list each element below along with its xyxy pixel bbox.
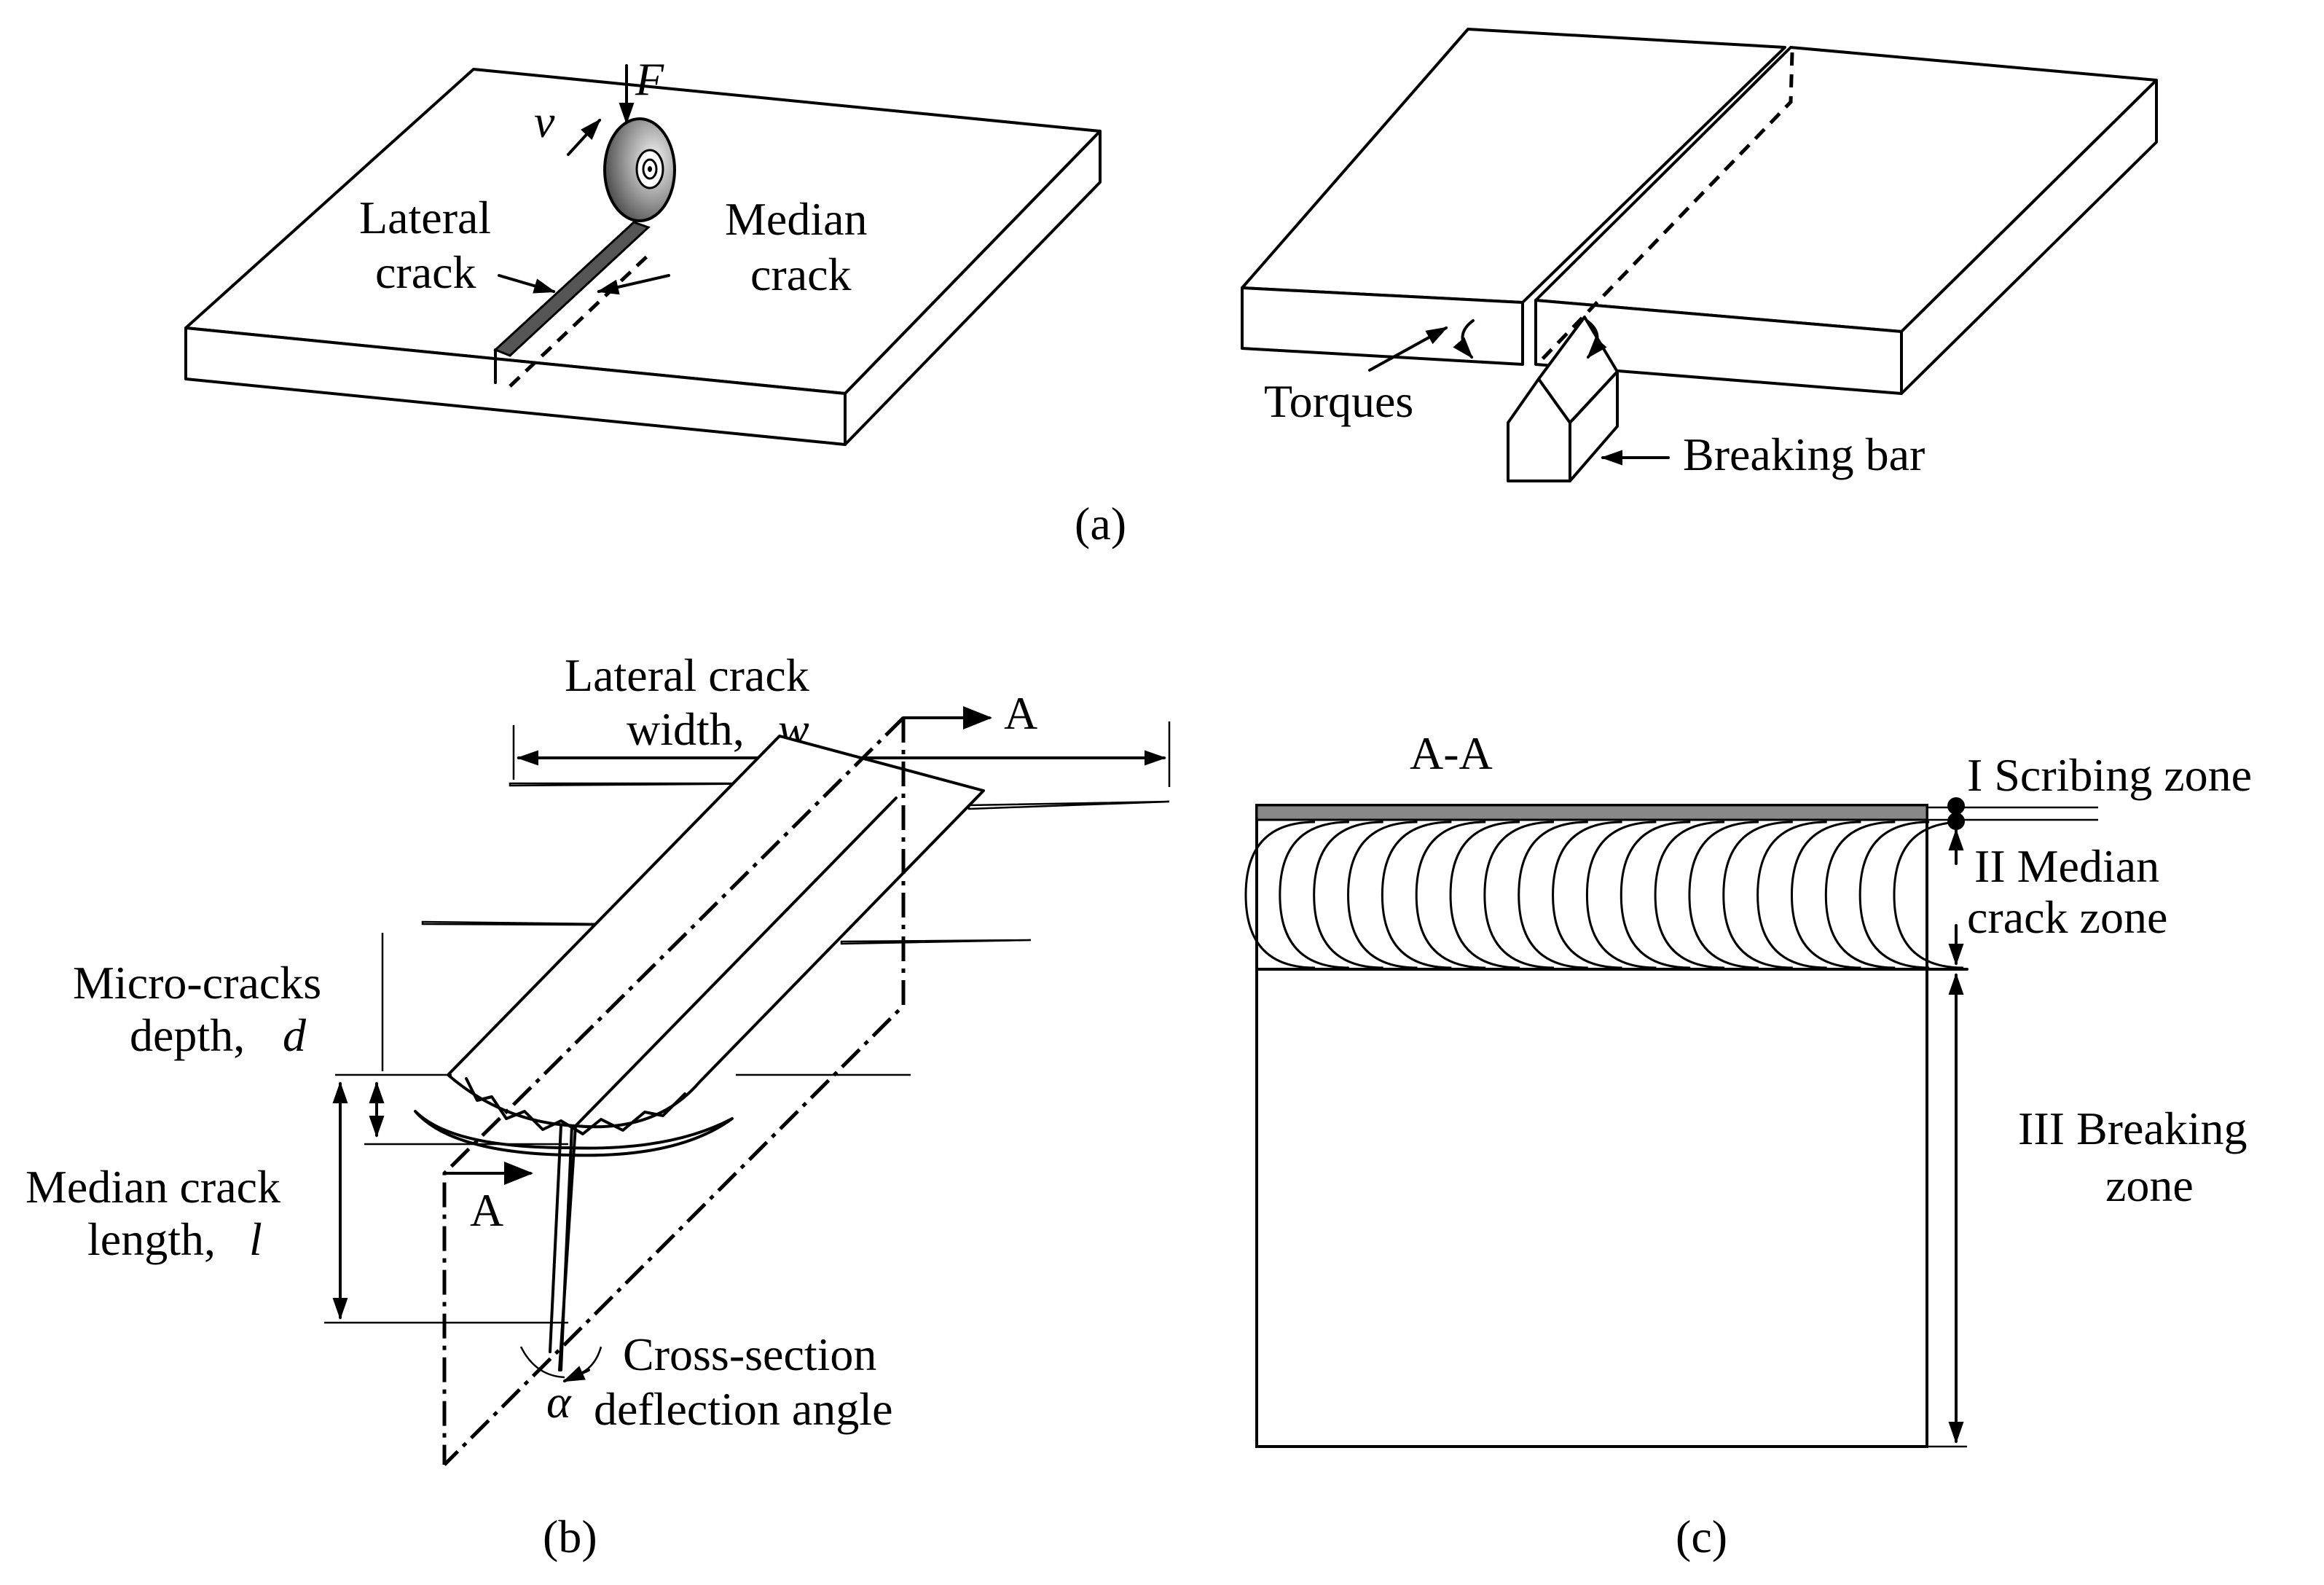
crack-arc [1279, 821, 1349, 969]
caption-c: (c) [1676, 1511, 1727, 1562]
breaking-crack-line [1536, 52, 1794, 366]
deflection-label-line2: deflection angle [594, 1383, 892, 1435]
crack-arc [1381, 821, 1452, 969]
microcracks-symbol: d [283, 1009, 307, 1061]
section-marker-bottom: A [470, 1184, 503, 1236]
velocity-arrow [567, 118, 602, 156]
panel-a-breaking: Torques Breaking bar [1241, 28, 2158, 482]
lateral-crack-label-line2: crack [375, 246, 476, 298]
crack-arc [1688, 821, 1759, 969]
lateral-crack-pointer [498, 274, 556, 294]
crack-arc [1244, 821, 1316, 969]
crack-arc [1756, 821, 1827, 969]
crack-arc [1449, 821, 1520, 969]
force-symbol: F [635, 53, 664, 105]
crack-arc [1893, 821, 1964, 969]
groove-body [447, 735, 985, 1129]
right-half-side [1900, 79, 2158, 395]
zone3-label-line1: III Breaking [2018, 1103, 2248, 1154]
velocity-symbol: v [534, 95, 555, 147]
torque-arc-left [1453, 319, 1475, 359]
zone1-label: I Scribing zone [1967, 749, 2252, 801]
median-crack-label-line1: Median [725, 193, 868, 245]
crack-arc [1415, 821, 1486, 969]
deflection-label-line1: Cross-section [623, 1328, 876, 1380]
lateral-crack-label-line1: Lateral [359, 192, 491, 243]
median-crack [549, 1124, 577, 1371]
scribing-zone-band [1255, 804, 1928, 821]
breaking-bar-label: Breaking bar [1683, 428, 1925, 480]
lateral-width-label-line2: width, [627, 703, 745, 755]
panel-a-scribing: v F Lateral crack Median crack [184, 53, 1102, 446]
median-length-label-line2: length, [87, 1213, 216, 1265]
crack-arc [1483, 821, 1554, 969]
panel-c-cross-section: A-A I Scribing zone II Median crack zone… [1244, 727, 2252, 1448]
breaking-bar-icon [1507, 316, 1619, 482]
caption-a: (a) [1075, 498, 1126, 549]
torque-arc-right [1585, 319, 1607, 359]
crack-arc [1313, 821, 1383, 969]
crack-arc [1824, 821, 1896, 969]
left-half-front [1241, 286, 1524, 366]
median-length-label-line1: Median crack [25, 1161, 280, 1213]
section-title: A-A [1410, 727, 1493, 779]
median-crack-arcs [1244, 821, 1964, 969]
caption-b: (b) [543, 1511, 597, 1562]
crack-arc [1585, 821, 1657, 969]
crack-arc [1722, 821, 1793, 969]
microcracks-label-line1: Micro-cracks [73, 957, 321, 1009]
crack-arc [1790, 821, 1861, 969]
torques-pointer [1368, 326, 1448, 372]
median-crack-label-line2: crack [750, 248, 852, 300]
crack-arc [1552, 821, 1622, 969]
scribing-wheel-icon [603, 117, 676, 222]
median-crack-pointer [597, 274, 670, 295]
crack-arc [1347, 821, 1418, 969]
microcracks-label-line2: depth, [130, 1009, 245, 1061]
torques-label: Torques [1264, 375, 1413, 427]
lateral-width-label-line1: Lateral crack [565, 649, 809, 701]
section-marker-top: A [1004, 687, 1037, 739]
scribe-groove [493, 221, 651, 388]
crack-arc [1654, 821, 1725, 969]
median-length-symbol: l [249, 1213, 262, 1265]
deflection-symbol: α [546, 1376, 572, 1428]
panel-b-crack-geometry: Lateral crack width, w A A Micro-cracks [25, 649, 1171, 1466]
crack-arc [1858, 821, 1930, 969]
crack-arc [1620, 821, 1691, 969]
plate-right-face [844, 130, 1102, 446]
section-rectangle [1255, 804, 1928, 1448]
zone3-label-line2: zone [2105, 1159, 2194, 1211]
zone2-label-line1: II Median [1974, 840, 2159, 892]
zone2-label-line2: crack zone [1967, 891, 2167, 943]
section-plane-top [443, 718, 906, 1466]
crack-arc [1518, 821, 1588, 969]
micro-crack-edge [465, 1077, 686, 1135]
